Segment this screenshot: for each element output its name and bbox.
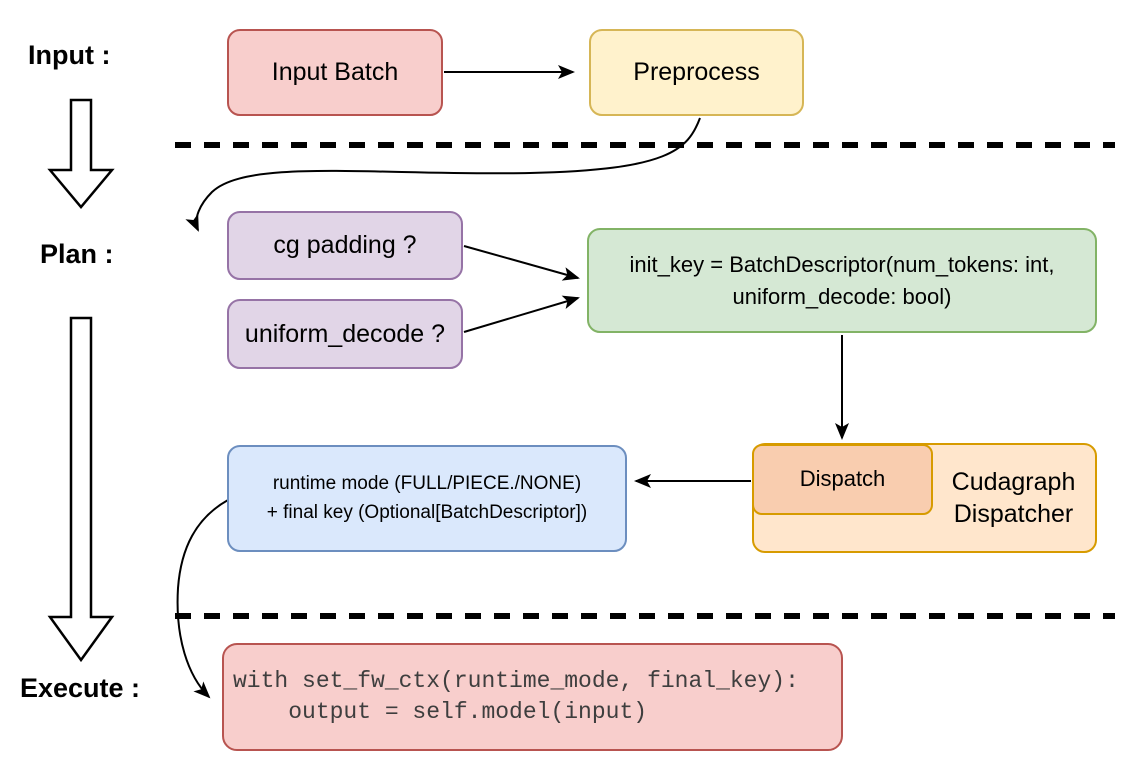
- node-cudagraph-dispatcher-label: Cudagraph Dispatcher: [932, 445, 1095, 551]
- stage-arrow-plan-to-execute: [47, 316, 115, 663]
- stage-arrow-input-to-plan: [47, 98, 115, 209]
- node-preprocess-label: Preprocess: [633, 58, 760, 87]
- node-cg-padding-label: cg padding ?: [273, 231, 417, 260]
- node-cudagraph-dispatcher-line2: Dispatcher: [953, 500, 1074, 528]
- node-runtime-final-key-line1: runtime mode (FULL/PIECE./NONE): [272, 473, 582, 494]
- execute-code-line2: output = self.model(input): [233, 699, 648, 725]
- stage-label-input: Input :: [28, 40, 111, 70]
- node-preprocess: Preprocess: [589, 29, 804, 116]
- node-dispatch: Dispatch: [752, 444, 933, 515]
- node-uniform-decode-label: uniform_decode ?: [244, 319, 446, 348]
- arrow-uniform-decode-to-init-key: [463, 295, 580, 333]
- node-runtime-final-key-line2: + final key (Optional[BatchDescriptor]): [266, 501, 588, 523]
- execute-code-line1: with set_fw_ctx(runtime_mode, final_key)…: [233, 667, 799, 694]
- node-execute-code: with set_fw_ctx(runtime_mode, final_key)…: [222, 643, 843, 751]
- node-uniform-decode: uniform_decode ?: [227, 299, 463, 369]
- node-init-key-line1: init_key = BatchDescriptor(num_tokens: i…: [629, 251, 1055, 277]
- stage-label-plan: Plan :: [40, 239, 114, 269]
- stage-label-execute: Execute :: [20, 673, 141, 703]
- node-cg-padding: cg padding ?: [227, 211, 463, 280]
- node-dispatch-label: Dispatch: [799, 466, 886, 492]
- node-runtime-final-key: runtime mode (FULL/PIECE./NONE) + final …: [227, 445, 627, 552]
- node-init-key: init_key = BatchDescriptor(num_tokens: i…: [587, 228, 1097, 333]
- node-cudagraph-dispatcher-line1: Cudagraph: [951, 467, 1076, 496]
- node-init-key-line2: uniform_decode: bool): [732, 283, 952, 309]
- node-input-batch-label: Input Batch: [271, 58, 399, 87]
- curve-runtime-mode-to-execute-code: [176, 499, 229, 699]
- node-input-batch: Input Batch: [227, 29, 443, 116]
- arrow-cg-padding-to-init-key: [463, 245, 580, 281]
